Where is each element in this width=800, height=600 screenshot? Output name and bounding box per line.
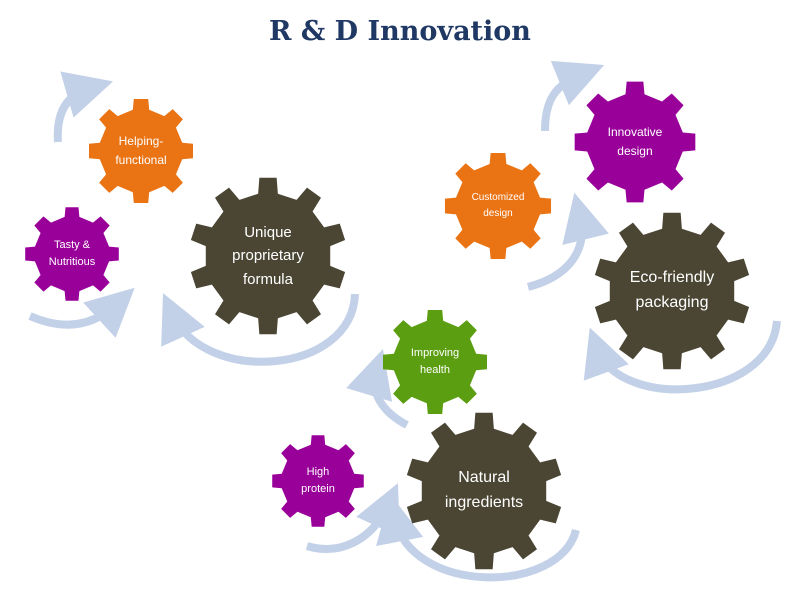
gear-improving-health (383, 310, 487, 414)
gear-eco-friendly-label: Eco-friendly packaging (629, 269, 715, 311)
gear-high-protein (272, 435, 364, 527)
arrow-helping-functional (53, 71, 114, 143)
gear-helping-functional (89, 99, 193, 203)
arrow-eco-friendly (583, 320, 781, 394)
gear-high-protein-label: High protein (301, 465, 335, 495)
gear-improving-health-label: Improving health (410, 346, 460, 376)
gear-innovative-design (574, 81, 696, 203)
gear-innovative-design-label: Innovative design (607, 125, 663, 158)
gear-eco-friendly (594, 212, 750, 370)
gear-customized-design (444, 152, 552, 260)
gear-tasty-nutritious-label: Tasty & Nutritious (48, 238, 96, 268)
gear-helping-functional-label: Helping- functional (115, 134, 167, 167)
arrow-tasty-nutritious (28, 287, 135, 338)
gear-natural-ingredients-label: Natural ingredients (444, 469, 524, 511)
arrow-unique-formula (161, 293, 359, 366)
gear-natural-ingredients (406, 412, 562, 570)
arrow-improving-health (346, 349, 409, 429)
page-title: R & D Innovation (269, 16, 531, 47)
gear-unique-formula-label: Unique proprietary formula (232, 224, 304, 288)
arrow-innovative-design (541, 60, 605, 132)
arrow-natural-ingredients (376, 494, 580, 582)
arrow-customized-design (526, 192, 609, 291)
gear-tasty-nutritious (25, 207, 119, 301)
gear-customized-design-label: Customized design (471, 192, 525, 219)
gear-unique-formula (190, 177, 346, 335)
